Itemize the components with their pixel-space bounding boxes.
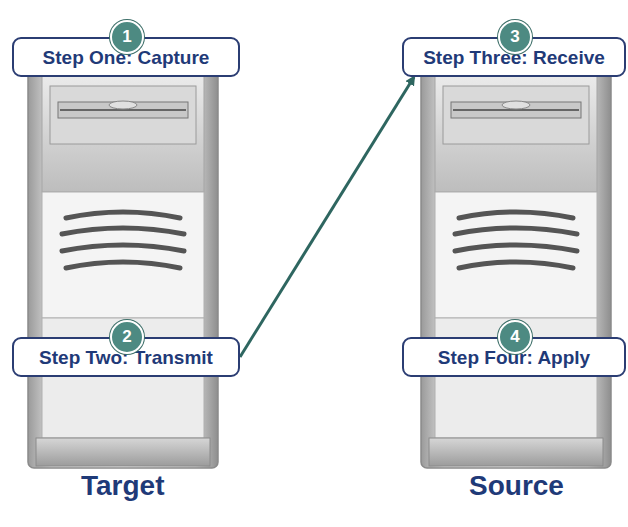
step-box: 3Step Three: Receive — [402, 37, 626, 77]
callout-number: 2 — [110, 320, 144, 354]
callout-number: 3 — [498, 20, 532, 54]
callout-number: 4 — [498, 320, 532, 354]
server-caption: Target — [81, 470, 165, 502]
callout-number: 1 — [110, 20, 144, 54]
server-caption: Source — [469, 470, 564, 502]
step-box: 2Step Two: Transmit — [12, 337, 240, 377]
transfer-arrow — [240, 77, 414, 357]
step-box: 1Step One: Capture — [12, 37, 240, 77]
step-box: 4Step Four: Apply — [402, 337, 626, 377]
